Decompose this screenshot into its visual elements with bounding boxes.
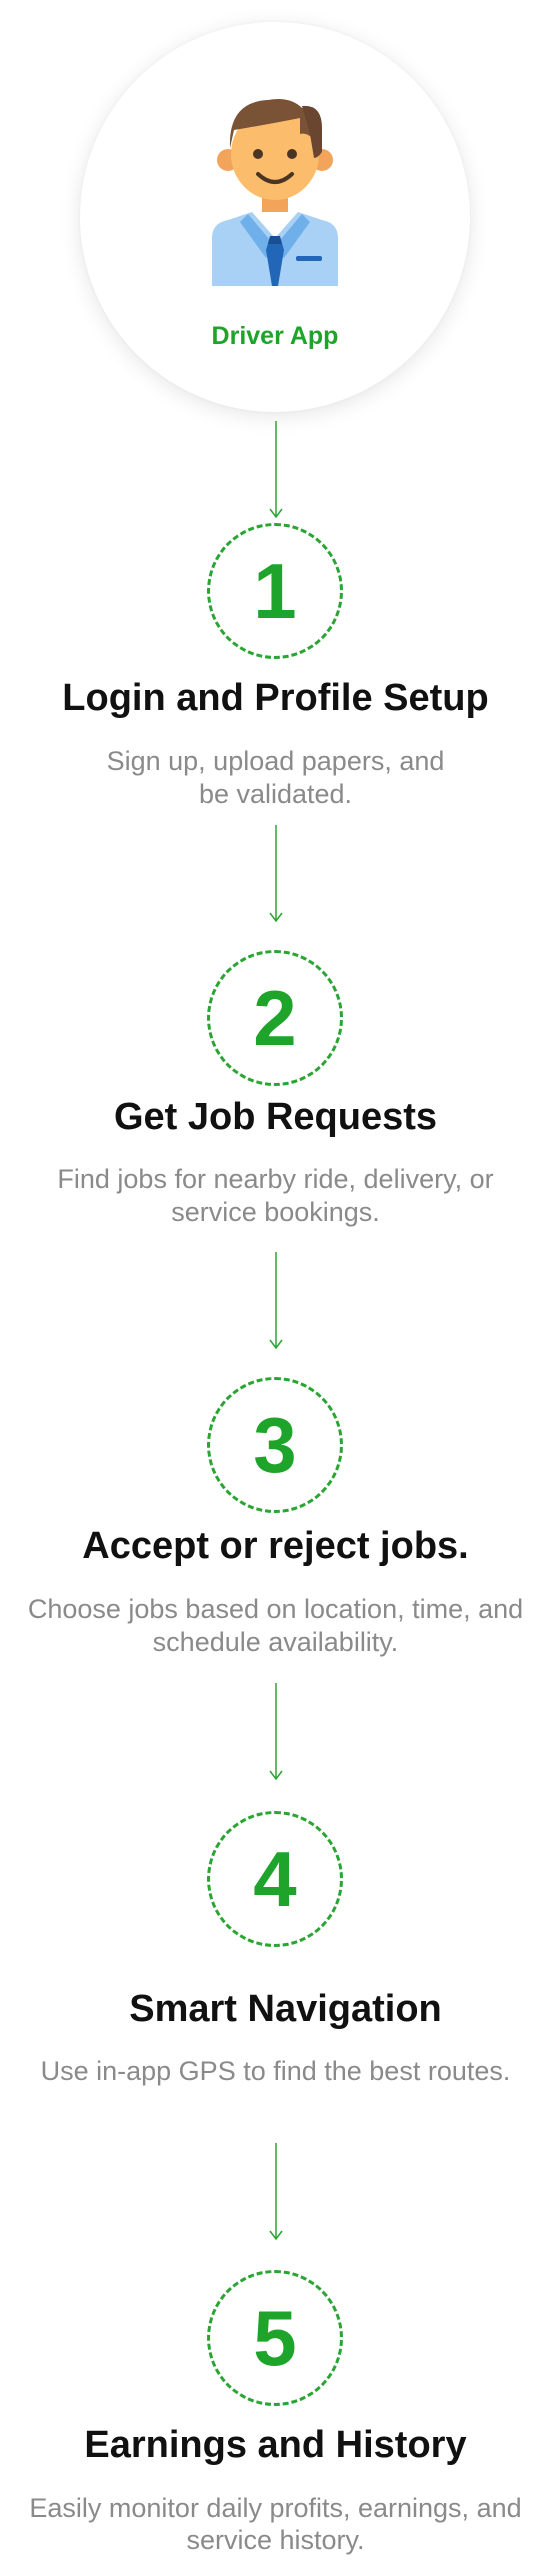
connector-arrow — [269, 825, 283, 923]
driver-app-card: Driver App — [80, 22, 470, 412]
step-number-circle: 1 — [207, 523, 343, 659]
connector-arrow — [269, 1683, 283, 1781]
step-description-line-1: Sign up, upload papers, and — [106, 746, 445, 776]
hero-title: Driver App — [211, 322, 339, 350]
step-description-line-2: schedule availability. — [152, 1627, 399, 1657]
step-number: 2 — [253, 974, 297, 1062]
step-title: Earnings and History — [84, 2424, 467, 2466]
step-number: 1 — [253, 547, 297, 635]
step-description-line-2: service bookings. — [171, 1197, 380, 1227]
step-number: 5 — [253, 2294, 297, 2382]
step-number: 4 — [253, 1835, 297, 1923]
step-description-line-1: Choose jobs based on location, time, and — [27, 1594, 524, 1624]
step-description-line-1: Use in-app GPS to find the best routes. — [40, 2056, 511, 2086]
connector-arrow — [269, 2143, 283, 2241]
step-number: 3 — [253, 1401, 297, 1489]
connector-arrow — [269, 1252, 283, 1350]
step-description-line-2: be validated. — [198, 779, 353, 809]
step-number-circle: 3 — [207, 1377, 343, 1513]
step-number-circle: 2 — [207, 950, 343, 1086]
step-title: Smart Navigation — [129, 1988, 442, 2030]
step-title: Get Job Requests — [113, 1096, 438, 1138]
step-title: Login and Profile Setup — [62, 677, 489, 719]
step-description-line-1: Easily monitor daily profits, earnings, … — [29, 2493, 522, 2523]
driver-avatar-icon — [212, 99, 338, 286]
step-number-circle: 5 — [207, 2270, 343, 2406]
step-title: Accept or reject jobs. — [82, 1525, 469, 1567]
step-number-circle: 4 — [207, 1811, 343, 1947]
connector-arrow — [269, 421, 283, 519]
step-description-line-2: service history. — [186, 2525, 365, 2555]
step-description-line-1: Find jobs for nearby ride, delivery, or — [57, 1164, 494, 1194]
